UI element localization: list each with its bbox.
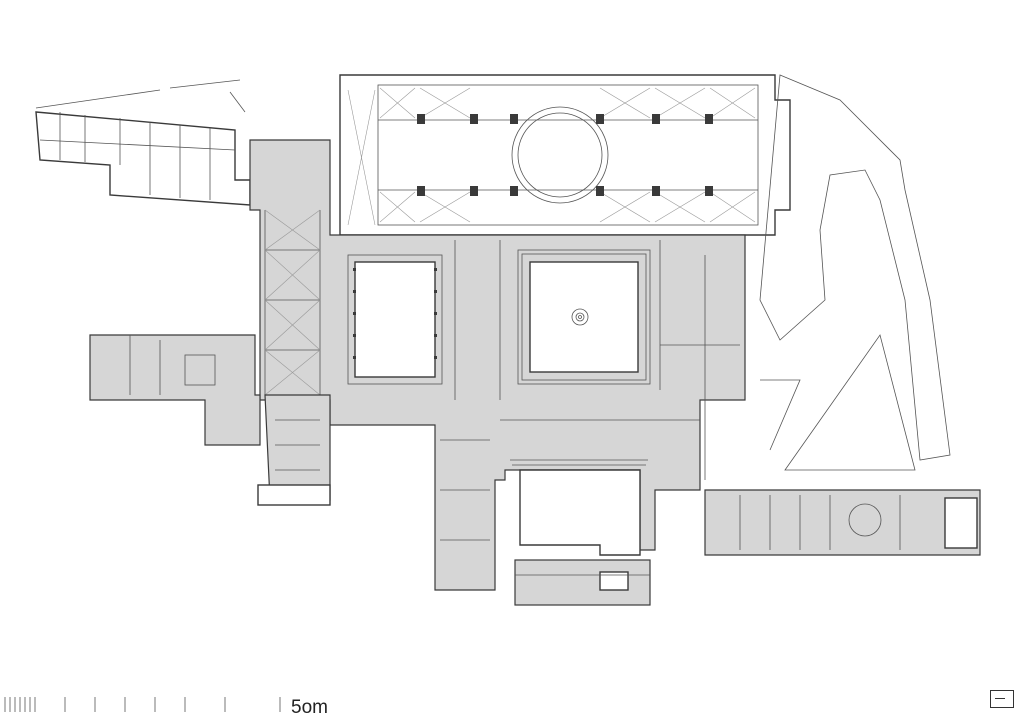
- scale-bar-label: 5om: [291, 697, 328, 718]
- south-courtyard: [510, 459, 648, 556]
- east-paths: [759, 74, 951, 471]
- south-west-stair-block: [257, 394, 331, 506]
- scale-bar: [4, 697, 281, 712]
- church-nave: [339, 74, 791, 236]
- west-cloister: [347, 254, 443, 385]
- plan-orientation-icon: [990, 690, 1014, 708]
- main-cloister: [517, 249, 651, 385]
- west-annex: [89, 334, 261, 446]
- fountain-icon: [571, 308, 589, 326]
- west-wing-top: [35, 79, 251, 206]
- east-wing: [704, 489, 981, 556]
- south-building: [514, 559, 651, 606]
